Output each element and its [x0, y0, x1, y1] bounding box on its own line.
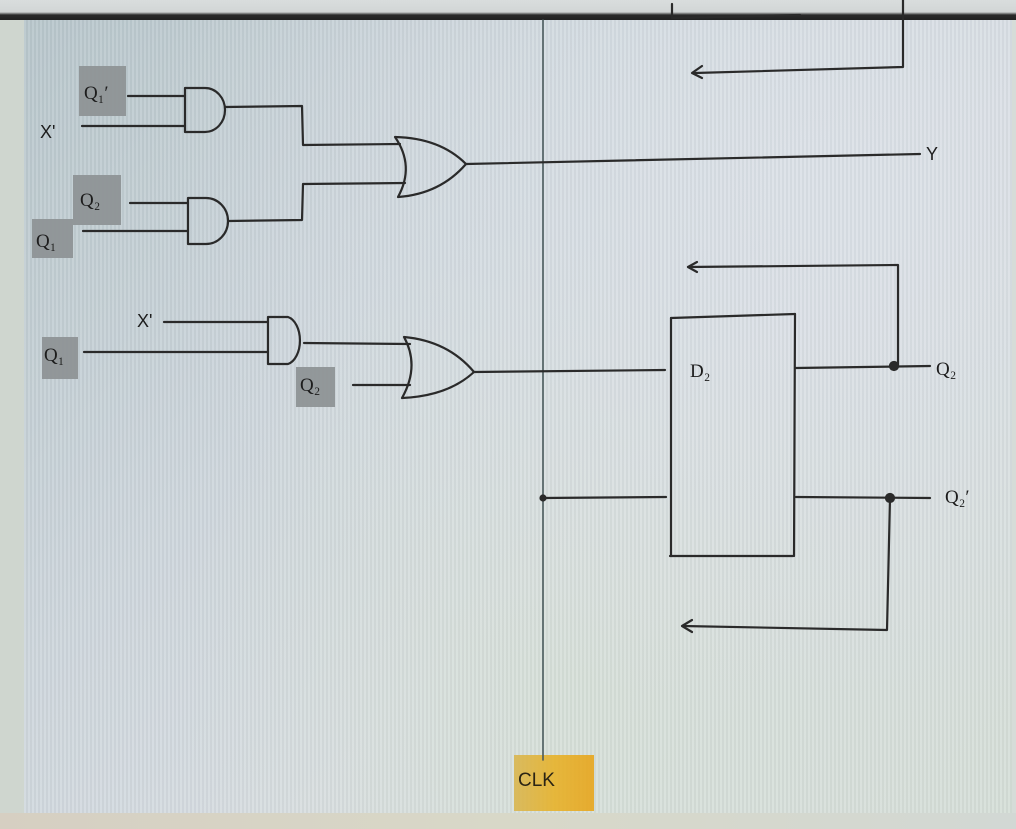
bottom-bezel	[0, 813, 1016, 829]
q1-prime-label-top: Q₁′	[84, 83, 109, 104]
d2-flip-flop-label: D₂	[690, 361, 711, 382]
diagram-canvas	[24, 20, 1012, 813]
and-gate-1	[183, 86, 227, 134]
q2-label-box-mid	[296, 367, 335, 407]
q2-output-label: Q₂	[936, 359, 957, 380]
q1-label-box-top	[32, 219, 73, 258]
q1-label-top: Q₁	[36, 231, 57, 252]
and-gate-3	[266, 315, 302, 366]
q1-prime-label-box	[79, 66, 126, 116]
x-prime-label-mid: X'	[137, 311, 153, 331]
or-gate-1	[393, 135, 468, 199]
y-output-label: Y	[926, 144, 939, 164]
q2-label-top: Q₂	[80, 190, 101, 211]
q1-label-box-mid	[42, 337, 78, 379]
q1-label-mid: Q₁	[44, 345, 65, 366]
clk-label: CLK	[518, 770, 555, 791]
x-prime-label-top: X'	[40, 122, 56, 142]
q2-prime-output-label: Q₂′	[945, 487, 970, 508]
and-gate-2	[186, 196, 230, 246]
q2-label-mid: Q₂	[300, 375, 321, 396]
or-gate-2	[400, 335, 476, 400]
clk-label-box	[514, 755, 594, 811]
q2-label-box-top	[73, 175, 121, 225]
